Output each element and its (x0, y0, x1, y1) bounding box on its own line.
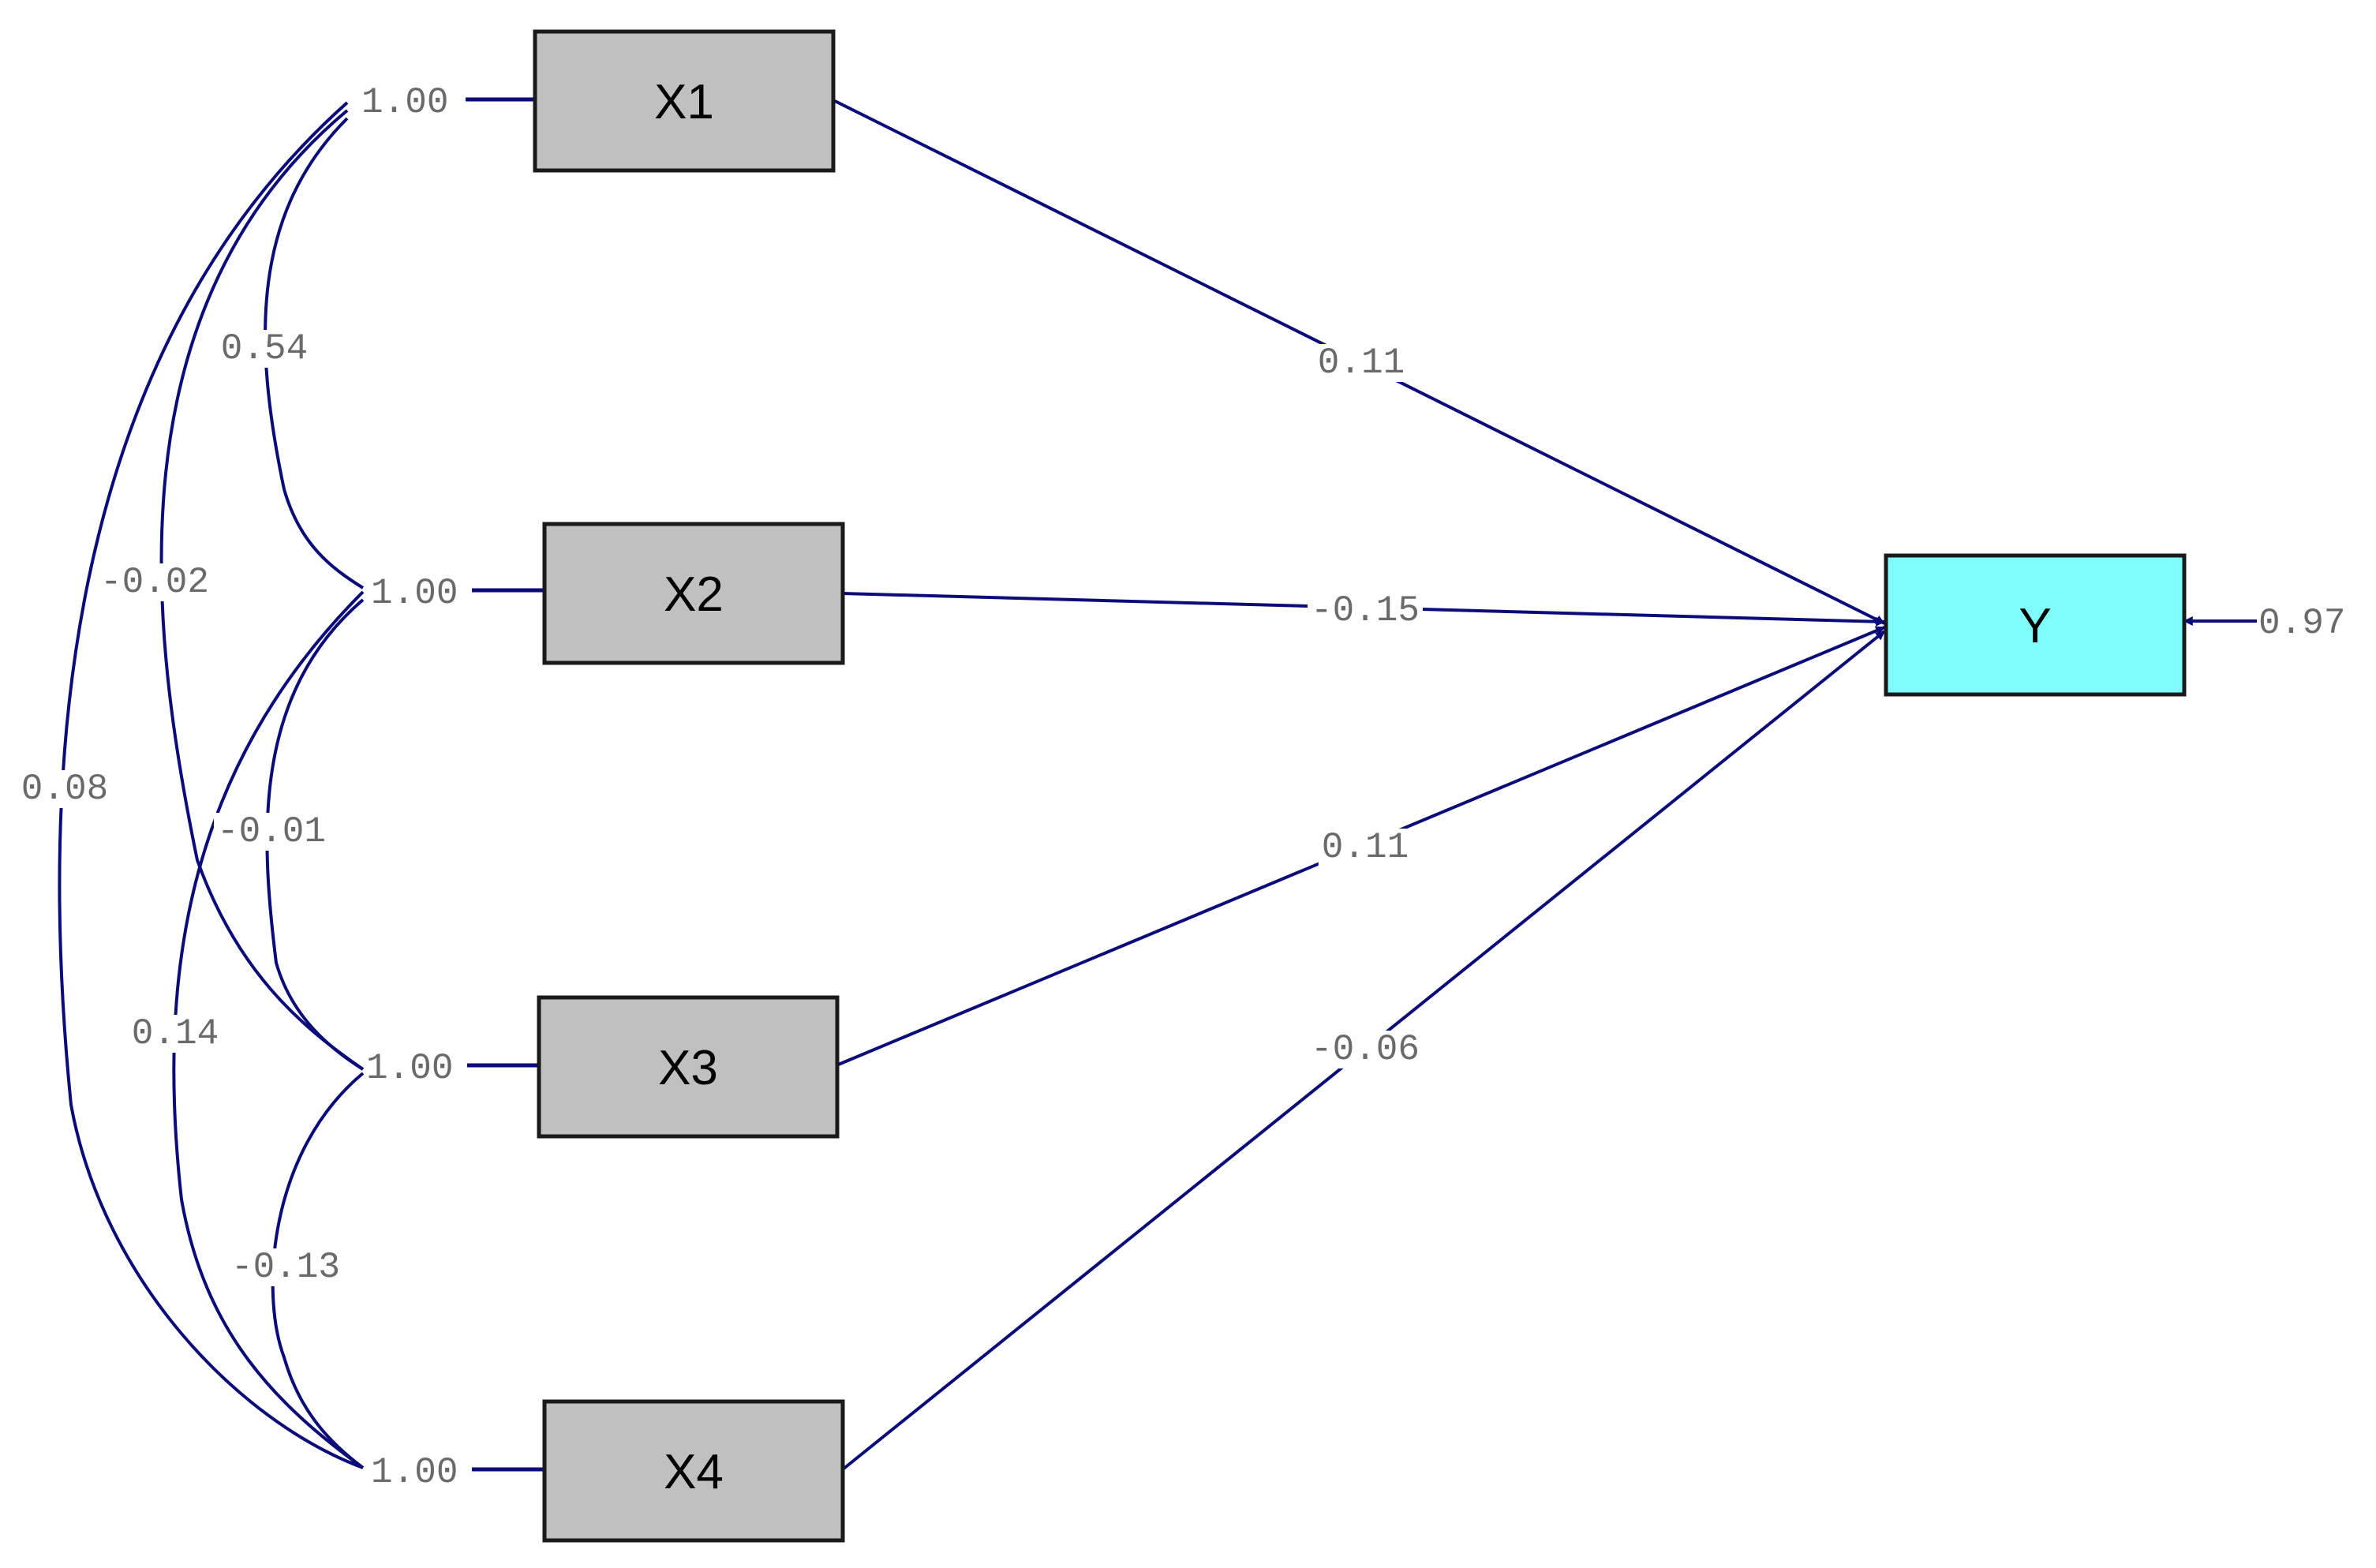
cov-label-x1-x2: 0.54 (221, 328, 308, 369)
variance-label-x1: 1.00 (361, 82, 448, 123)
coef-label-x2-y: -0.15 (1311, 590, 1420, 631)
coef-label-x1-y: 0.11 (1318, 342, 1405, 384)
covariance-arc-x3-x4 (271, 1072, 365, 1469)
covariance-arc-x1-x4 (58, 101, 364, 1469)
variance-stubs (466, 97, 544, 1472)
node-y[interactable]: Y (1884, 553, 2187, 697)
error-variance-label-y: 0.97 (2258, 603, 2345, 644)
cov-label-x2-x3: -0.01 (217, 811, 326, 852)
variance-label-x4: 1.00 (371, 1452, 458, 1493)
covariance-labels: 0.54 -0.02 0.08 -0.01 0.14 -0.13 (17, 328, 344, 1288)
covariance-arc-x2-x4 (172, 590, 365, 1469)
cov-label-x3-x4: -0.13 (231, 1247, 340, 1288)
label-backing (1307, 592, 1424, 630)
node-x3[interactable]: X3 (537, 995, 840, 1139)
node-label-x2: X2 (664, 567, 724, 622)
regression-paths (834, 99, 2257, 1471)
variance-label-x3: 1.00 (366, 1048, 453, 1089)
covariance-arc-x2-x3 (265, 598, 365, 1071)
label-backing (96, 563, 213, 601)
label-backing (227, 1248, 344, 1286)
node-label-x3: X3 (658, 1041, 718, 1095)
label-backing (1307, 1031, 1424, 1068)
label-backing (1318, 829, 1413, 866)
node-box-x2 (542, 522, 845, 665)
node-box-y (1884, 553, 2187, 697)
label-backing (217, 330, 312, 368)
path-coefficient-labels: 0.11 -0.15 0.11 -0.06 (1307, 342, 1424, 1070)
label-backing (128, 1015, 223, 1053)
coef-label-x3-y: 0.11 (1322, 827, 1409, 868)
cov-label-x2-x4: 0.14 (132, 1013, 219, 1054)
node-x4[interactable]: X4 (542, 1399, 845, 1543)
node-box-x4 (542, 1399, 845, 1543)
variance-labels: 1.00 1.00 1.00 1.00 0.97 (361, 82, 2345, 1493)
node-label-x4: X4 (664, 1445, 724, 1499)
label-backing (17, 770, 112, 808)
node-x1[interactable]: X1 (533, 29, 836, 173)
node-box-x3 (537, 995, 840, 1139)
cov-label-x1-x4: 0.08 (21, 769, 108, 810)
node-x2[interactable]: X2 (542, 522, 845, 665)
coef-label-x4-y: -0.06 (1311, 1029, 1420, 1070)
covariance-arc-x1-x2 (264, 117, 365, 589)
covariance-arc-x1-x3 (159, 109, 365, 1071)
node-label-y: Y (2019, 599, 2051, 653)
covariance-arcs (58, 101, 365, 1469)
label-backing (1314, 344, 1409, 382)
node-label-x1: X1 (654, 75, 714, 129)
label-backing (213, 813, 330, 851)
variance-label-x2: 1.00 (371, 573, 458, 614)
cov-label-x1-x3: -0.02 (100, 562, 209, 603)
node-box-x1 (533, 29, 836, 173)
